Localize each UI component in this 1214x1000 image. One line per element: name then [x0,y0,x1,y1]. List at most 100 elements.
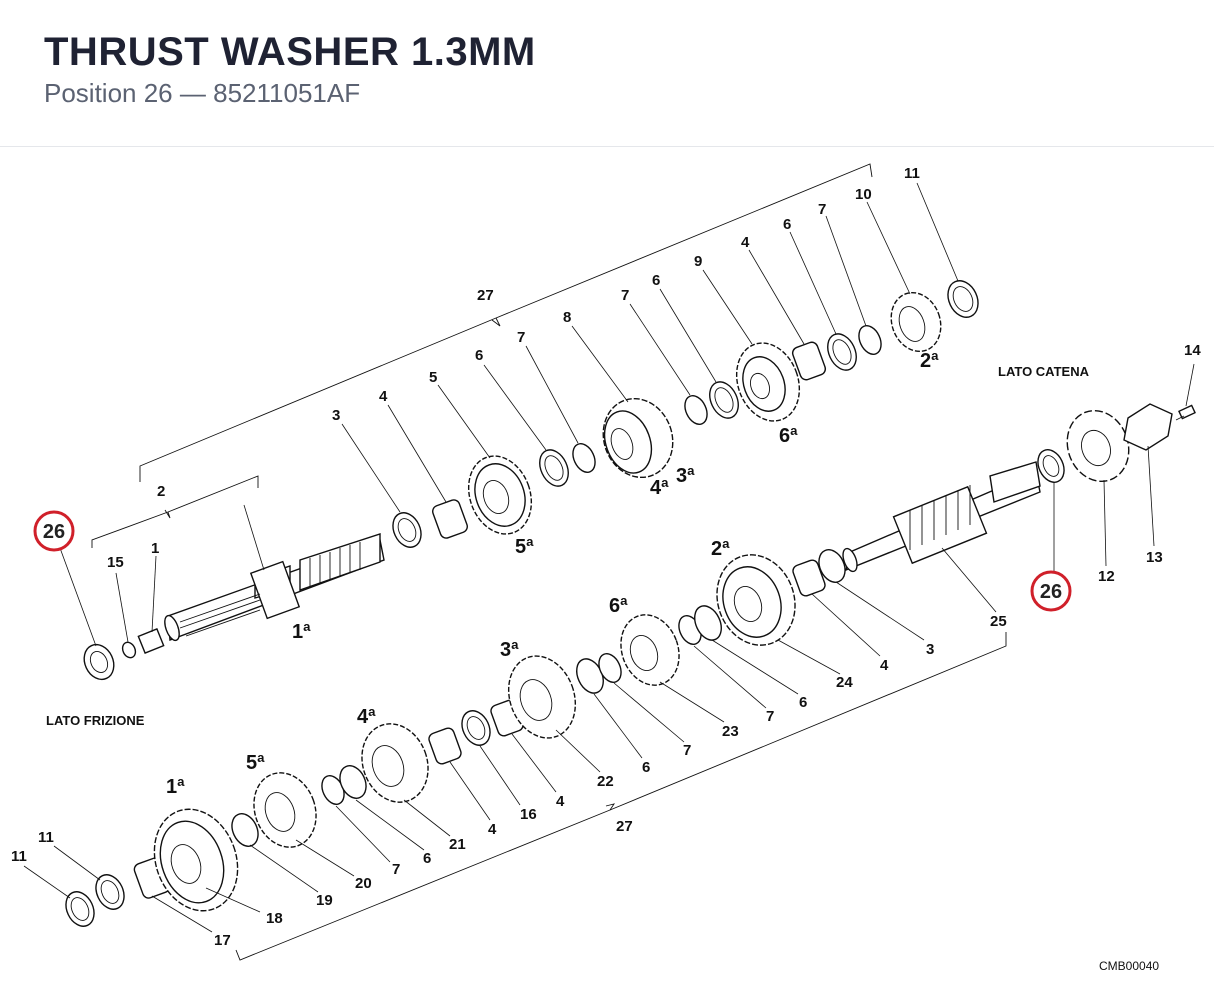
gear-5-upper [467,455,533,535]
position-label: Position 26 [44,78,173,108]
gear-20-lower [253,772,317,848]
callout-13: 13 [1146,549,1163,566]
bearing-4-upper [432,499,468,539]
gear-label-5th-upper: 5ª [515,536,534,558]
svg-text:26: 26 [43,521,65,543]
washer-6-lower-a [339,765,367,799]
gear-label-1st-upper: 1ª [292,621,311,643]
callout-12: 12 [1098,568,1115,585]
washer-3-lower [818,549,846,583]
callout-7-upper-b: 7 [621,287,629,304]
callout-7-lower-b: 7 [683,742,691,759]
gear-8-upper [602,397,674,479]
gear-label-6th-lower: 6ª [609,595,628,617]
callout-4-upper-a: 4 [379,388,388,405]
gear-22-lower [507,655,577,739]
callout-10-upper: 10 [855,186,872,203]
callout-2: 2 [157,483,165,500]
lock-plate-13 [1123,403,1173,451]
callout-7-upper-c: 7 [818,201,826,218]
callout-1: 1 [151,540,159,557]
callout-27-lower: 27 [616,818,633,835]
gear-label-2nd-upper: 2ª [920,350,939,372]
upper-leaders [59,182,959,647]
part-number: 85211051AF [213,78,361,108]
callout-4-lower-c: 4 [880,657,889,674]
gear-label-6th-upper: 6ª [779,425,798,447]
callout-11-upper: 11 [904,165,920,182]
page-header: THRUST WASHER 1.3MM Position 26 — 852110… [0,0,1214,147]
washer-16 [461,710,491,746]
callout-18: 18 [266,910,283,927]
callout-11-lower-a: 11 [11,848,27,865]
callout-6-upper-c: 6 [783,216,791,233]
callout-19: 19 [316,892,333,909]
washer-26-left [83,643,115,681]
gear-label-4th-lower: 4ª [357,706,376,728]
page-title: THRUST WASHER 1.3MM [44,30,536,74]
bolt-14 [1175,404,1196,421]
washer-19 [231,813,259,847]
callout-4-lower-a: 4 [488,821,497,838]
washer-6-upper-c [827,333,857,371]
sprocket-12 [1066,409,1130,483]
callout-11-lower-b: 11 [38,829,54,846]
callout-25: 25 [990,613,1007,630]
circlip-7-lower-b [598,653,622,683]
bracket-27-upper [139,163,873,482]
washer-6-upper-a [539,449,569,487]
washer-11-upper [947,280,979,318]
gear-10-upper [890,291,942,353]
callout-4-upper-b: 4 [741,234,750,251]
gear-18-lower [153,808,239,912]
callout-7-lower-c: 7 [766,708,774,725]
gear-label-2nd-lower: 2ª [711,538,730,560]
callout-6-lower-b: 6 [642,759,650,776]
label-lato-catena: LATO CATENA [998,364,1090,379]
subtitle-separator: — [179,78,206,108]
highlight-26-left[interactable]: 26 [33,510,75,552]
gear-label-5th-lower: 5ª [246,752,265,774]
callout-6-lower-a: 6 [423,850,431,867]
callout-7-lower-a: 7 [392,861,400,878]
callout-17: 17 [214,932,231,949]
gear-23-lower [620,614,680,686]
callout-22: 22 [597,773,614,790]
callout-9-upper: 9 [694,253,702,270]
callout-4-lower-b: 4 [556,793,565,810]
bearing-4-lower-a [428,727,462,765]
label-lato-frizione: LATO FRIZIONE [46,713,145,728]
callout-14: 14 [1184,342,1201,359]
gear-24-lower [716,554,796,646]
circlip-7-upper-a [572,443,596,473]
gear-label-1st-lower: 1ª [166,776,185,798]
bracket-27-upper-notch [491,317,501,327]
callout-6-upper-b: 6 [652,272,660,289]
bracket-2 [91,475,259,548]
callout-6-upper-a: 6 [475,347,483,364]
highlight-26-right[interactable]: 26 [1030,570,1072,612]
page-subtitle: Position 26 — 85211051AF [44,78,360,109]
callout-27-upper: 27 [477,287,494,304]
svg-text:26: 26 [1040,581,1062,603]
callout-21: 21 [449,836,466,853]
callout-24: 24 [836,674,853,691]
circlip-7-upper-c [858,325,882,355]
washer-3-upper [392,512,422,548]
bush-1 [137,627,165,655]
drawing-code: CMB00040 [1099,959,1159,973]
primary-shaft [164,533,385,642]
callout-8-upper: 8 [563,309,571,326]
callout-15: 15 [107,554,124,571]
washer-6-upper-b [709,381,739,419]
gear-label-4th-upper: 4ª [650,477,669,499]
callout-3-upper: 3 [332,407,340,424]
bracket-2-notch [164,509,171,519]
callout-20: 20 [355,875,372,892]
callout-7-upper-a: 7 [517,329,525,346]
secondary-shaft-25 [842,461,1041,573]
ring-15 [121,641,137,659]
circlip-7-upper-b [684,395,708,425]
bearing-4-lower-c [792,559,826,597]
